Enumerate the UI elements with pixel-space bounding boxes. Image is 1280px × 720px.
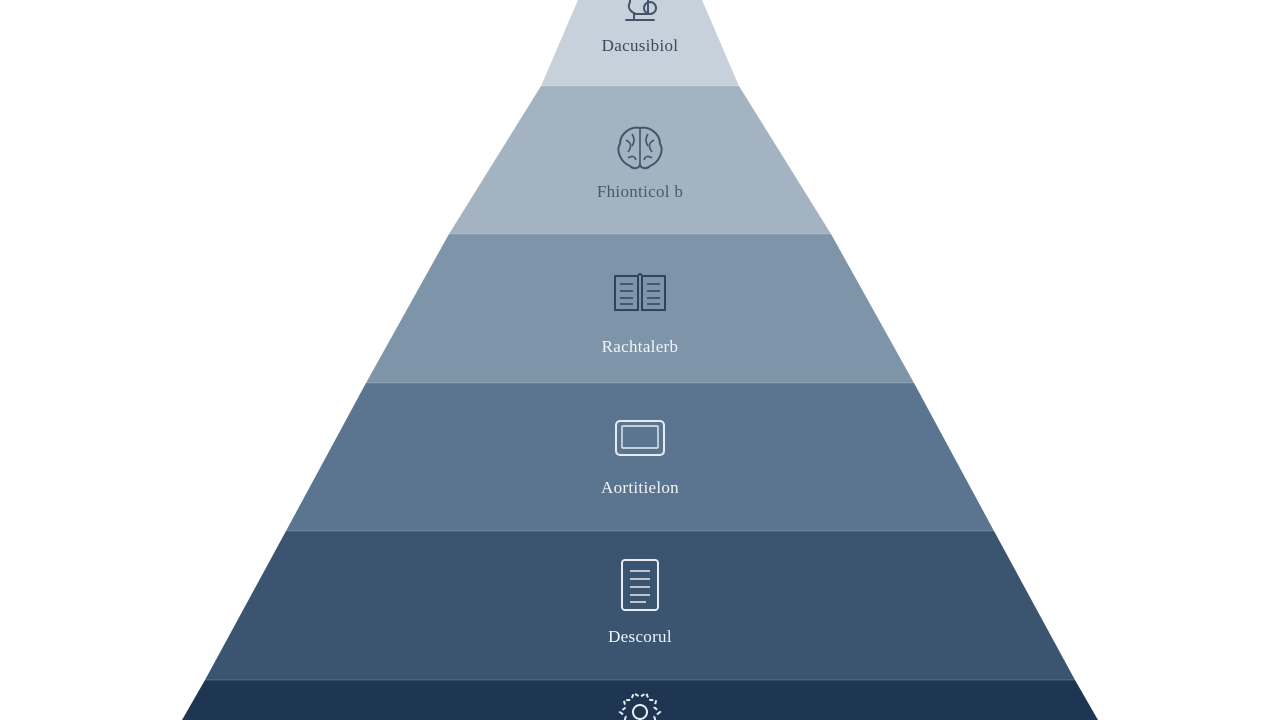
tier-label: Fhionticol b: [597, 182, 683, 201]
pyramid-tier-4: Aortitielon: [286, 382, 994, 531]
pyramid-tier-1: Dacusibiol: [541, 0, 739, 86]
pyramid-tier-5: Descorul: [205, 530, 1075, 680]
tier-label: Descorul: [608, 627, 672, 646]
pyramid-tier-band: [286, 383, 994, 531]
open-book-icon: [614, 273, 666, 311]
pyramid-tier-band: [182, 680, 1098, 720]
tier-label: Rachtalerb: [602, 337, 679, 356]
document-icon: [621, 559, 659, 611]
tier-label: Dacusibiol: [602, 36, 679, 55]
tablet-icon: [615, 420, 665, 456]
gear-icon: [618, 691, 662, 720]
pyramid-tier-band: [205, 531, 1075, 680]
pyramid-tier-3: Rachtalerb: [366, 233, 914, 383]
pyramid-tier-6: [182, 679, 1098, 720]
tier-label: Aortitielon: [601, 478, 679, 497]
pyramid-tier-band: [541, 0, 739, 86]
brain-icon: [617, 126, 663, 170]
pyramid-tier-band: [366, 234, 914, 383]
microscope-icon: [625, 0, 657, 21]
pyramid-tier-2: Fhionticol b: [449, 85, 831, 234]
